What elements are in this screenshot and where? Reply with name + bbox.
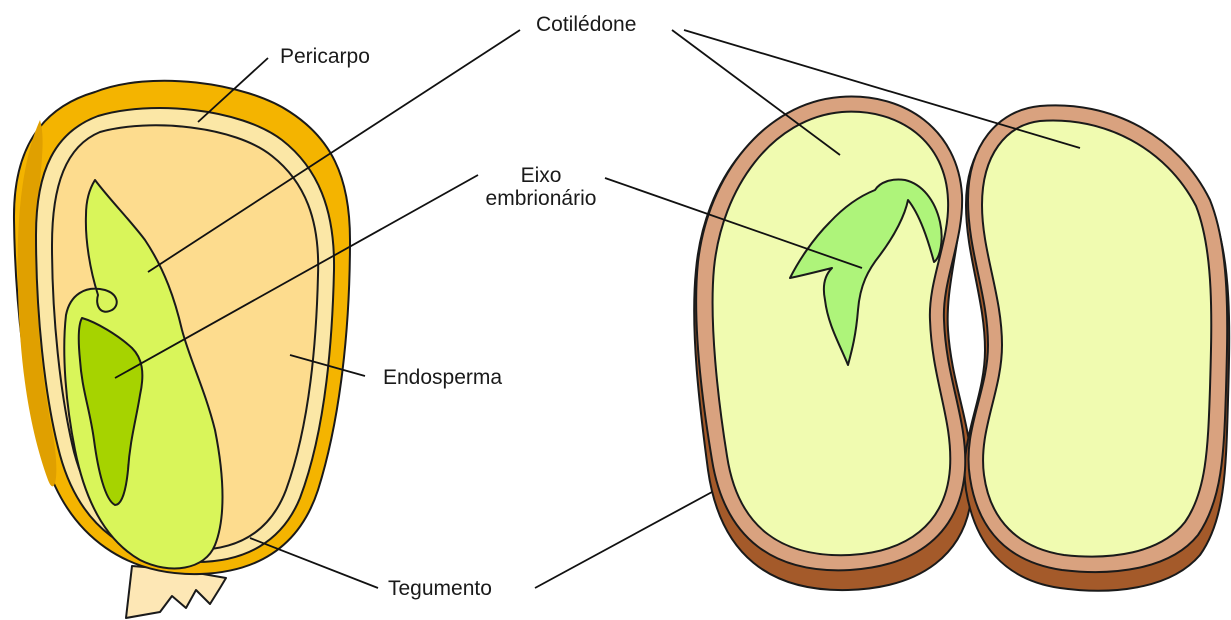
bean-seed [694, 97, 1229, 591]
label-endosperma: Endosperma [383, 366, 502, 389]
bean-cotyledon-right [982, 120, 1211, 556]
label-eixo: Eixo [521, 164, 562, 187]
leader-tegumento-bean [535, 492, 712, 588]
leader-tegumento-corn [250, 538, 378, 588]
bean-cotyledon-left [713, 112, 951, 556]
label-embrionario: embrionário [486, 187, 597, 210]
label-pericarpo: Pericarpo [280, 45, 370, 68]
label-tegumento: Tegumento [388, 577, 492, 600]
corn-seed [14, 81, 350, 618]
label-cotiledone: Cotilédone [536, 13, 636, 36]
